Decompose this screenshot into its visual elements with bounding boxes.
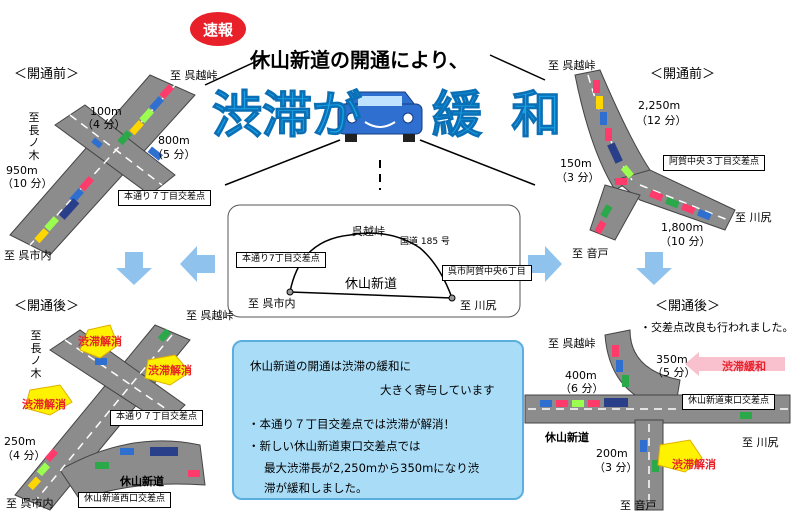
- center-map: [227, 204, 521, 318]
- label-to-kuregoe-br: 至 呉越峠: [548, 337, 596, 350]
- label-to-kure-bl: 至 呉市内: [6, 497, 54, 510]
- summary-line-1: 休山新道の開通は渋滞の緩和に: [250, 359, 411, 373]
- big-title-left: 渋滞が: [212, 86, 363, 144]
- sign-yasumiyama-west: 休山新道西口交差点: [78, 492, 172, 508]
- label-to-kuregoe: 至 呉越峠: [170, 69, 218, 82]
- map-top-left: [9, 74, 196, 256]
- time-4min-bl: （4 分）: [2, 449, 46, 462]
- relief-label-2: 渋滞解消: [148, 364, 192, 377]
- label-to-kawajiri-br: 至 川尻: [742, 436, 779, 449]
- label-kuregoe-center: 呉越峠: [352, 225, 385, 238]
- big-title-right: 緩 和: [431, 86, 568, 144]
- sign-yasumiyama-east: 休山新道東口交差点: [682, 394, 776, 410]
- label-to-kuregoe-right: 至 呉越峠: [548, 59, 596, 72]
- distance-950m: 950m: [6, 164, 38, 177]
- distance-100m: 100m: [90, 105, 122, 118]
- time-3min-br: （3 分）: [594, 461, 638, 474]
- note-intersection-improved: ・交差点改良も行われました。: [640, 321, 794, 334]
- car-icon: [337, 91, 423, 142]
- section-label-after-right: ＜開通後＞: [655, 299, 721, 314]
- summary-line-2: 大きく寄与しています: [380, 383, 495, 397]
- sign-aga-chuo-3: 阿賀中央３丁目交差点: [663, 155, 766, 171]
- congestion-eased-arrow: [685, 352, 785, 376]
- distance-350m: 350m: [656, 353, 688, 366]
- time-5min-br: （5 分）: [652, 366, 696, 379]
- cars-top-left: [34, 84, 174, 244]
- cars-bottom-right: [540, 345, 752, 472]
- time-12min: （12 分）: [636, 114, 687, 127]
- time-6min: （6 分）: [560, 382, 604, 395]
- time-4min: （4 分）: [82, 118, 126, 131]
- summary-bullet-3: 最大渋滞長が2,250mから350mになり渋: [264, 461, 480, 475]
- label-to-kawajiri-center: 至 川尻: [460, 299, 497, 312]
- distance-2250m: 2,250m: [638, 99, 681, 112]
- breaking-news-badge: 速報: [190, 12, 246, 46]
- congestion-eased-label: 渋滞緩和: [722, 360, 766, 373]
- flow-arrows: [116, 246, 672, 285]
- label-yasumiyama-bl: 休山新道: [120, 475, 164, 488]
- label-yasumiyama-br: 休山新道: [545, 431, 589, 444]
- time-3min: （3 分）: [556, 171, 600, 184]
- summary-box: 休山新道の開通は渋滞の緩和に 大きく寄与しています ・本通り７丁目交差点では渋滞…: [232, 340, 524, 500]
- summary-bullet-2: ・新しい休山新道東口交差点では: [248, 439, 421, 453]
- headline: 休山新道の開通により、: [250, 48, 469, 72]
- relief-label-br: 渋滞解消: [672, 458, 716, 471]
- label-to-nagaki: 至長ノ木: [28, 111, 40, 162]
- section-label-before-right: ＜開通前＞: [650, 67, 716, 82]
- label-to-otoko: 至 音戸: [572, 247, 609, 260]
- label-route-185: 国道 185 号: [400, 237, 450, 247]
- label-to-otoko-br: 至 音戸: [620, 499, 657, 512]
- sign-center-left: 本通り7丁目交差点: [236, 252, 326, 268]
- summary-bullet-4: 滞が緩和しました。: [264, 481, 368, 495]
- perspective-lines: [204, 54, 546, 186]
- section-label-before-left: ＜開通前＞: [14, 67, 80, 82]
- sign-center-right: 呉市阿賀中央6丁目: [442, 265, 532, 281]
- relief-label-3: 渋滞解消: [22, 398, 66, 411]
- distance-200m: 200m: [596, 447, 628, 460]
- label-to-kuregoe-bl: 至 呉越峠: [186, 309, 234, 322]
- relief-star-bottom-right: [657, 439, 703, 473]
- distance-150m: 150m: [560, 157, 592, 170]
- cars-bottom-left: [27, 328, 200, 491]
- sign-hondori-7-after: 本通り７丁目交差点: [110, 410, 204, 426]
- distance-800m: 800m: [158, 134, 190, 147]
- relief-stars-bottom-left: [24, 324, 191, 416]
- distance-400m: 400m: [565, 369, 597, 382]
- section-label-after-left: ＜開通後＞: [14, 299, 80, 314]
- time-5min: （5 分）: [152, 148, 196, 161]
- time-10min: （10 分）: [2, 177, 53, 190]
- label-to-kure-center: 至 呉市内: [248, 297, 296, 310]
- label-to-kure: 至 呉市内: [4, 249, 52, 262]
- label-to-nagaki-bl: 至長ノ木: [30, 329, 42, 380]
- time-10min-right: （10 分）: [660, 235, 711, 248]
- distance-250m: 250m: [4, 435, 36, 448]
- cars-top-right: [593, 80, 712, 235]
- relief-label-1: 渋滞解消: [78, 335, 122, 348]
- label-to-kawajiri: 至 川尻: [735, 211, 772, 224]
- label-yasumiyama-center: 休山新道: [345, 277, 398, 292]
- distance-1800m: 1,800m: [661, 221, 704, 234]
- sign-hondori-7: 本通り７丁目交差点: [118, 190, 212, 206]
- summary-bullet-1: ・本通り７丁目交差点では渋滞が解消！: [248, 417, 455, 431]
